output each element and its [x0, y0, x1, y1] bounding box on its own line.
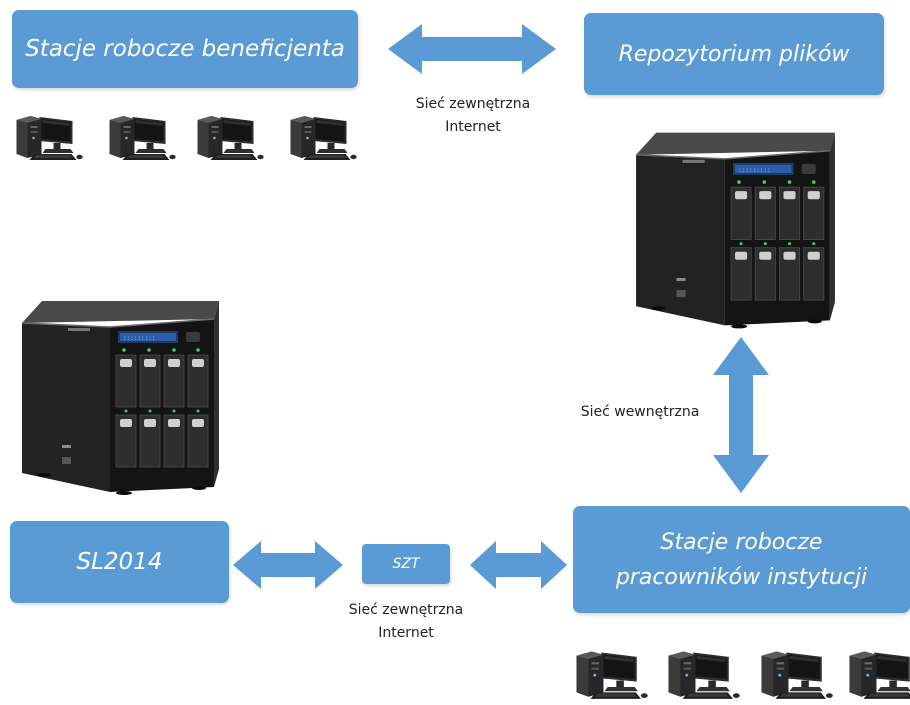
label-bottom-network: Sieć zewnętrzna Internet [322, 599, 490, 645]
box-file-repository-label: Repozytorium plików [618, 41, 850, 67]
desktop-computer-icon [849, 651, 910, 699]
arrow-internal-vertical [713, 337, 769, 493]
label-internal-network: Sieć wewnętrzna [570, 401, 710, 424]
label-internal-network-text: Sieć wewnętrzna [580, 404, 700, 420]
desktop-computer-icon [109, 116, 176, 160]
label-top-network-line2: Internet [445, 119, 501, 135]
box-workstations-beneficiary: Stacje robocze beneficjenta [12, 10, 358, 88]
desktop-computer-icon [16, 116, 83, 160]
arrow-top-horizontal [388, 24, 556, 74]
box-workstations-staff-label-line2: pracowników instytucji [615, 564, 868, 590]
box-sl2014: SL2014 [10, 521, 229, 603]
nas-storage-server-icon [21, 300, 220, 496]
nas-storage-server-icon [635, 131, 836, 330]
arrow-szt-workstations [470, 541, 567, 589]
desktop-computer-icon [290, 116, 357, 160]
label-top-network-line1: Sieć zewnętrzna [415, 96, 531, 112]
box-sl2014-label: SL2014 [76, 549, 163, 575]
arrow-sl2014-szt [233, 541, 343, 589]
label-bottom-network-line2: Internet [378, 625, 434, 641]
desktop-computer-icon [668, 651, 740, 699]
box-workstations-staff: Stacje robocze pracowników instytucji [573, 506, 910, 613]
box-szt-label: SZT [392, 556, 420, 572]
box-workstations-staff-label-line1: Stacje robocze [660, 529, 823, 555]
box-file-repository: Repozytorium plików [584, 13, 884, 95]
desktop-computer-icon [761, 651, 833, 699]
label-top-network: Sieć zewnętrzna Internet [389, 93, 557, 139]
box-szt: SZT [362, 544, 450, 584]
box-workstations-beneficiary-label: Stacje robocze beneficjenta [25, 36, 345, 62]
label-bottom-network-line1: Sieć zewnętrzna [348, 602, 464, 618]
desktop-computer-icon [576, 651, 648, 699]
desktop-computer-icon [197, 116, 264, 160]
